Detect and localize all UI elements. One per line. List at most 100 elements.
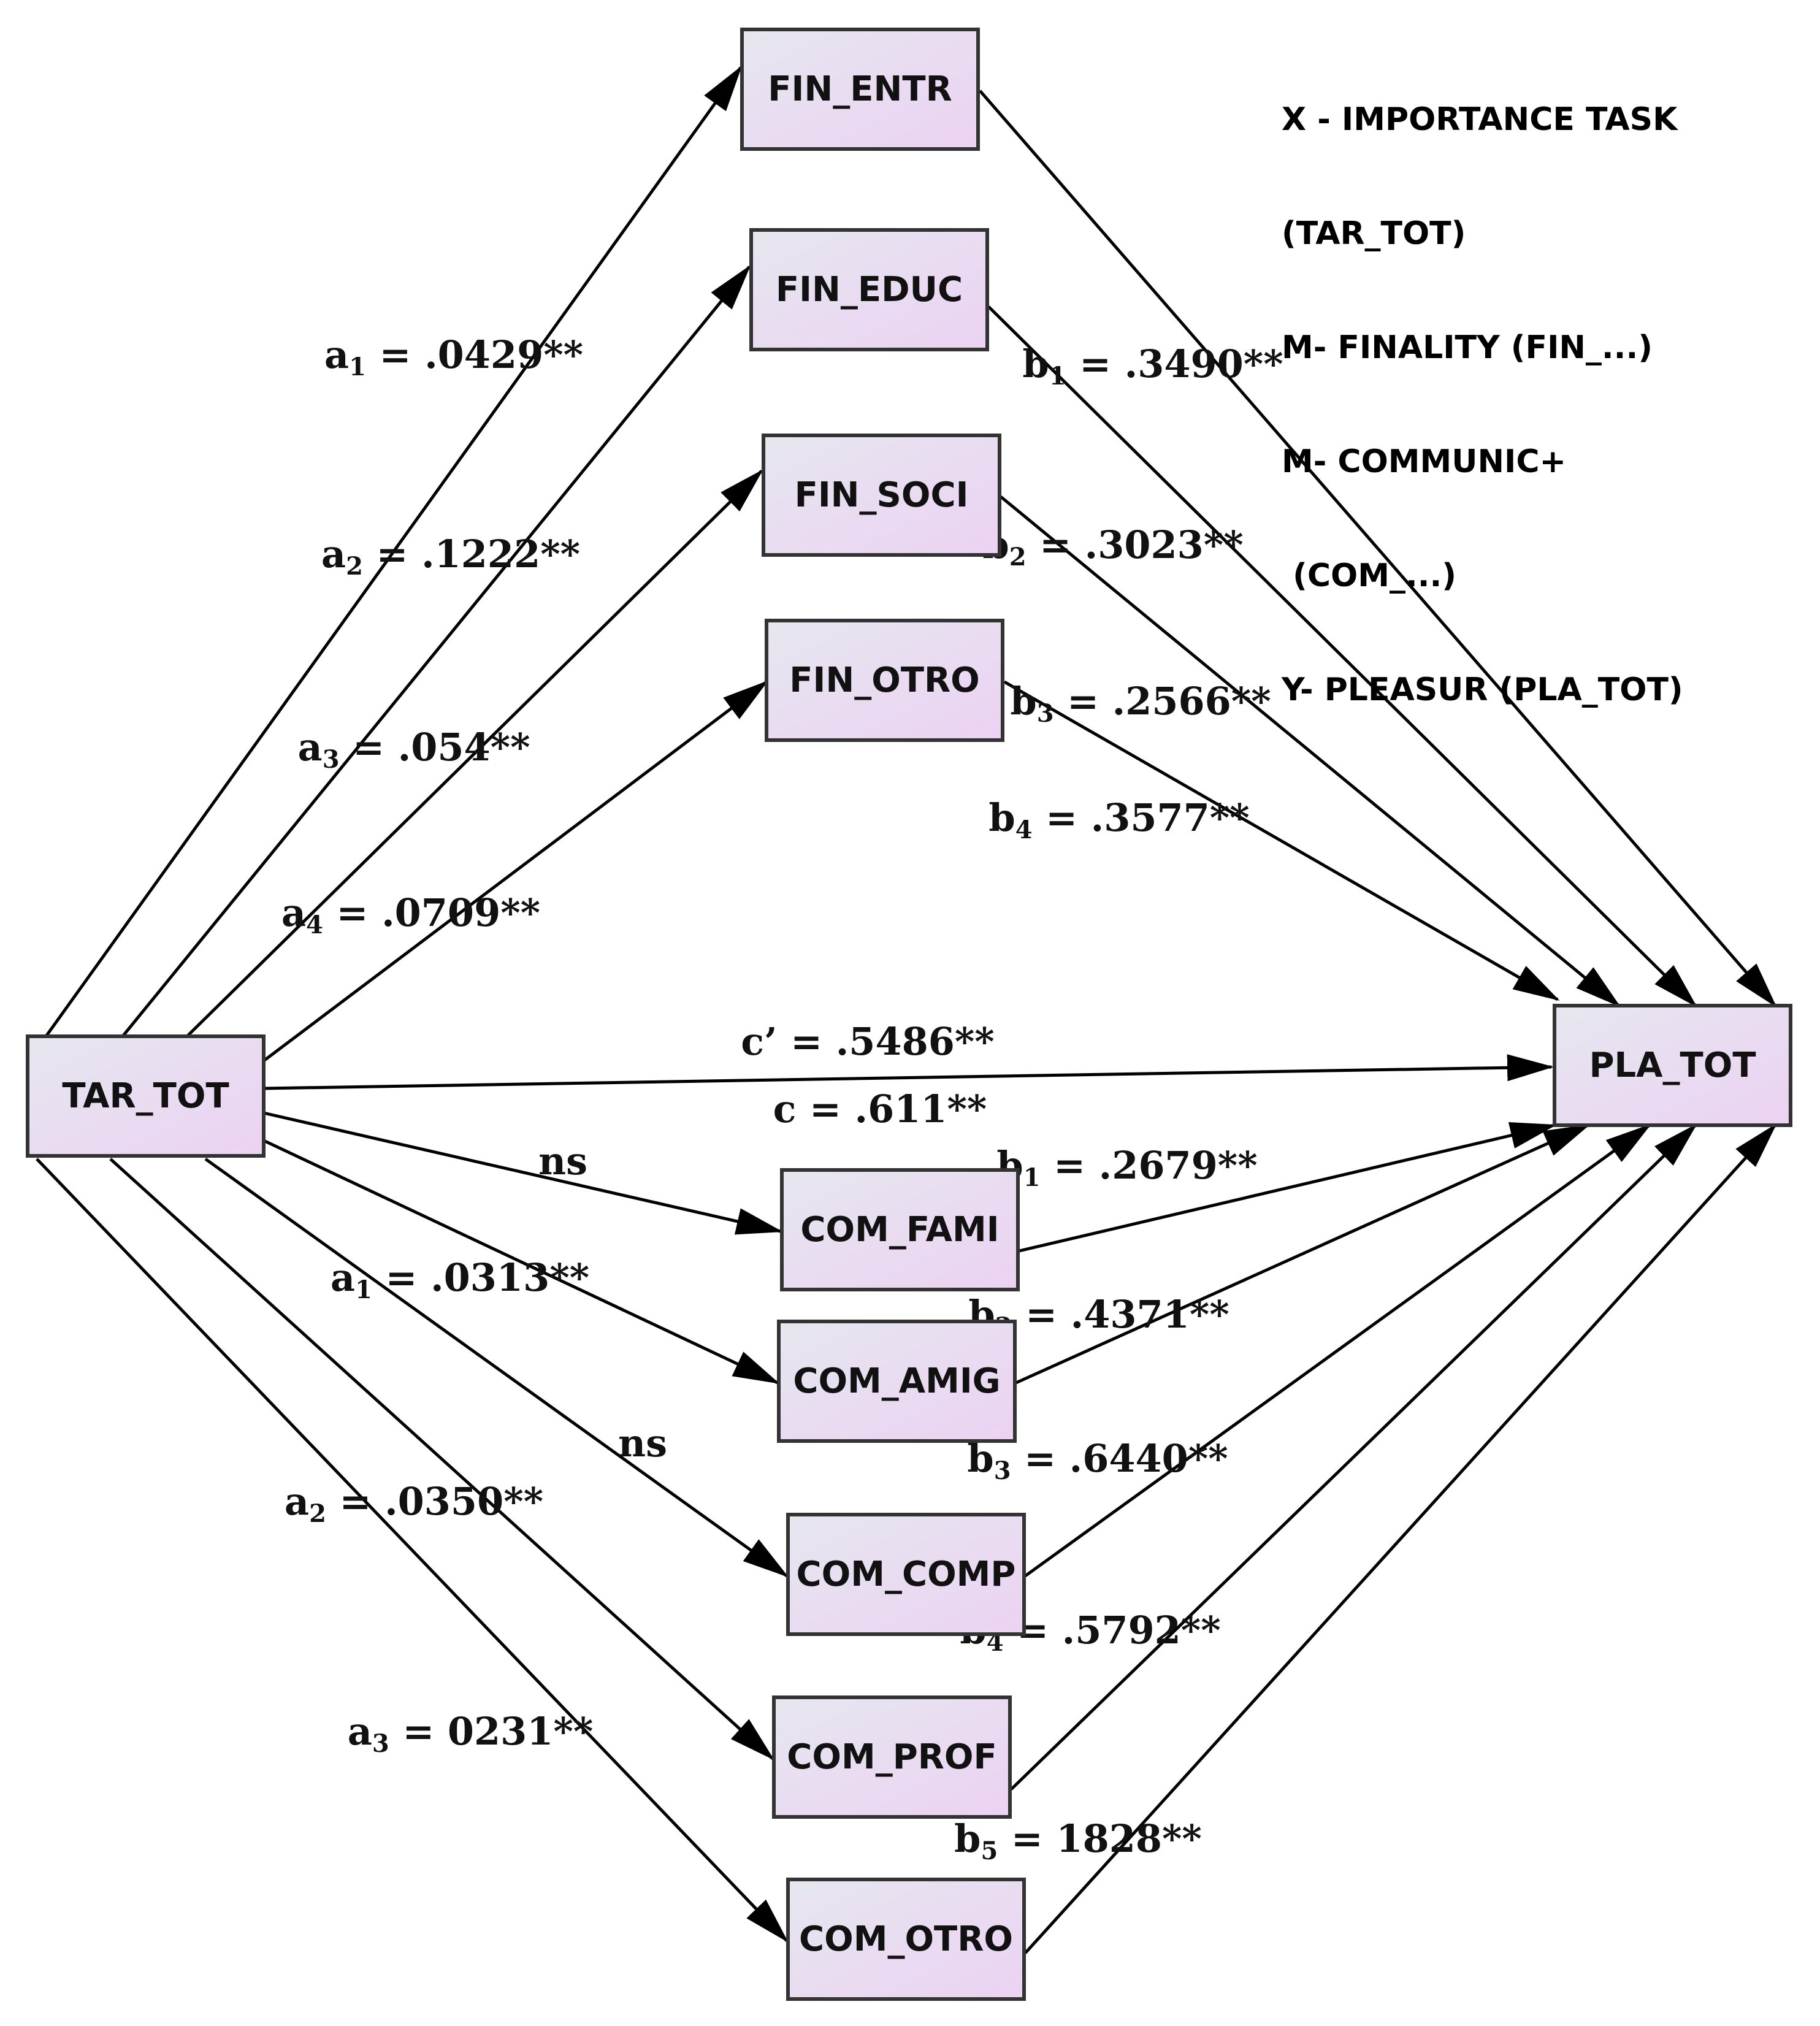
edge-label-symbol: b <box>1010 679 1036 724</box>
node-box <box>772 1695 1012 1819</box>
edge-label-subscript: 3 <box>323 745 340 774</box>
edge-label-symbol: ns <box>538 1139 587 1183</box>
edge-b2-fin <box>987 305 1697 1007</box>
node-box <box>777 1320 1017 1443</box>
edge-label-symbol: b <box>1022 342 1049 386</box>
edge-a2-fin <box>121 264 751 1038</box>
edge-a1-fin <box>44 65 743 1038</box>
edge-label-value: = .3490** <box>1066 342 1283 386</box>
edge-b3-fin <box>1000 495 1621 1007</box>
edge-label-symbol: a <box>321 532 346 576</box>
edge-label-value: = .2566** <box>1054 679 1271 724</box>
edge-label-b1-fin: b1 = .3490** <box>1022 342 1283 391</box>
edge-label-symbol: a <box>324 332 349 377</box>
edge-label-symbol: b <box>967 1436 993 1481</box>
edge-label-a1-fin: a1 = .0429** <box>324 332 583 381</box>
edge-label-value: = .3577** <box>1033 795 1250 840</box>
edge-a-comp <box>204 1157 789 1578</box>
edge-label-a2-fin: a2 = .1222** <box>321 532 580 581</box>
edge-b5-com <box>1024 1123 1777 1954</box>
edge-b4-fin <box>1003 680 1560 1001</box>
edge-label-a3-fin: a3 = .054** <box>298 725 530 774</box>
edge-label-symbol: ns <box>618 1421 667 1466</box>
edge-label-a-comp: ns <box>618 1421 667 1466</box>
node-box <box>786 1878 1026 2001</box>
edge-label-b4-fin: b4 = .3577** <box>988 795 1249 844</box>
node-com-amig: COM_AMIG <box>777 1320 1017 1443</box>
edge-label-b3-com: b3 = .6440** <box>967 1436 1228 1485</box>
node-label: FIN_SOCI <box>795 475 969 515</box>
edge-label-subscript: 1 <box>349 353 366 381</box>
node-com-otro: COM_OTRO <box>786 1878 1026 2001</box>
node-label: COM_COMP <box>797 1554 1016 1594</box>
edge-label-value: = .3023** <box>1027 522 1244 567</box>
node-box <box>740 28 980 151</box>
edge-label-subscript: 2 <box>309 1499 326 1528</box>
edge-label-a-fami: ns <box>538 1139 587 1183</box>
edge-label-subscript: 3 <box>994 1456 1011 1485</box>
edge-b1-fin <box>979 90 1777 1008</box>
edge-label-value: = .5792** <box>1004 1608 1221 1653</box>
edge-label-symbol: b <box>988 795 1015 840</box>
legend-line-y: Y- PLEASUR (PLA_TOT) <box>1282 671 1683 708</box>
edge-label-a1-com: a1 = .0313** <box>331 1255 589 1304</box>
legend-line-m-finality: M- FINALITY (FIN_...) <box>1282 329 1653 366</box>
edge-label-subscript: 1 <box>1049 362 1066 391</box>
edge-b2-com <box>1015 1123 1591 1385</box>
edge-label-value: = .4371** <box>1012 1292 1229 1337</box>
edge-label-b3-fin: b3 = .2566** <box>1010 679 1271 728</box>
edge-label-subscript: 3 <box>372 1729 389 1758</box>
node-pla-tot: PLA_TOT <box>1553 1004 1792 1127</box>
edge-a4-fin <box>262 680 769 1062</box>
edge-b4-com <box>1010 1123 1697 1791</box>
edge-label-subscript: 4 <box>1015 816 1033 844</box>
node-label: COM_AMIG <box>793 1361 1000 1401</box>
edge-label-value: = .2679** <box>1041 1143 1258 1188</box>
node-box <box>762 434 1001 557</box>
edge-label-value: = .054** <box>340 725 530 770</box>
edge-label-c-prime: c’ = .5486** <box>741 1019 994 1064</box>
edge-label-subscript: 2 <box>346 552 363 581</box>
edge-a3-fin <box>186 469 763 1038</box>
edge-label-symbol: a <box>285 1479 309 1524</box>
edge-label-symbol: b <box>954 1816 981 1861</box>
edge-label-value: = 1828** <box>998 1816 1202 1861</box>
node-box <box>1553 1004 1792 1127</box>
edge-label-symbol: a <box>348 1709 372 1754</box>
edge-label-symbol: a <box>298 725 323 770</box>
edge-label-value: = .1222** <box>363 532 580 576</box>
edge-c-prime <box>263 1054 1554 1090</box>
edge-label-value: = .0429** <box>366 332 583 377</box>
edge-label-subscript: 4 <box>306 911 323 939</box>
edge-a1-com <box>262 1139 780 1385</box>
node-label: TAR_TOT <box>62 1076 229 1116</box>
edge-label-subscript: 2 <box>1009 543 1027 571</box>
edge-label-value: = .0313** <box>372 1255 589 1300</box>
edge-label-subscript: 5 <box>981 1837 998 1865</box>
edge-label-value: = .0709** <box>323 890 540 935</box>
node-fin-educ: FIN_EDUC <box>749 228 989 351</box>
node-label: FIN_OTRO <box>789 660 980 700</box>
node-label: FIN_EDUC <box>776 270 963 310</box>
edge-label-value: = .0350** <box>326 1479 543 1524</box>
node-com-comp: COM_COMP <box>786 1513 1026 1636</box>
edge-b3-com <box>1024 1123 1652 1578</box>
edge-label-subscript: 1 <box>355 1275 372 1304</box>
edge-label-value: = .6440** <box>1011 1436 1228 1481</box>
node-com-fami: COM_FAMI <box>780 1168 1020 1291</box>
node-label: COM_OTRO <box>799 1919 1013 1959</box>
edge-label-a4-fin: a4 = .0709** <box>281 890 540 939</box>
edge-label-symbol: c’ = .5486** <box>741 1019 994 1064</box>
edge-label-symbol: a <box>331 1255 355 1300</box>
legend-line-x: X - IMPORTANCE TASK <box>1282 101 1678 138</box>
edge-label-subscript: 1 <box>1023 1163 1041 1192</box>
edge-label-c-total: c = .611** <box>773 1087 987 1131</box>
edge-label-b2-fin: b2 = .3023** <box>982 522 1243 571</box>
legend-line-m-communic: M- COMMUNIC+ <box>1282 443 1567 480</box>
edge-label-a2-com: a2 = .0350** <box>285 1479 543 1528</box>
edge-label-a3-com: a3 = 0231** <box>348 1709 594 1758</box>
legend-line-m-communic-var: (COM_...) <box>1282 557 1457 594</box>
edge-a2-com <box>109 1158 774 1760</box>
node-box <box>786 1513 1026 1636</box>
